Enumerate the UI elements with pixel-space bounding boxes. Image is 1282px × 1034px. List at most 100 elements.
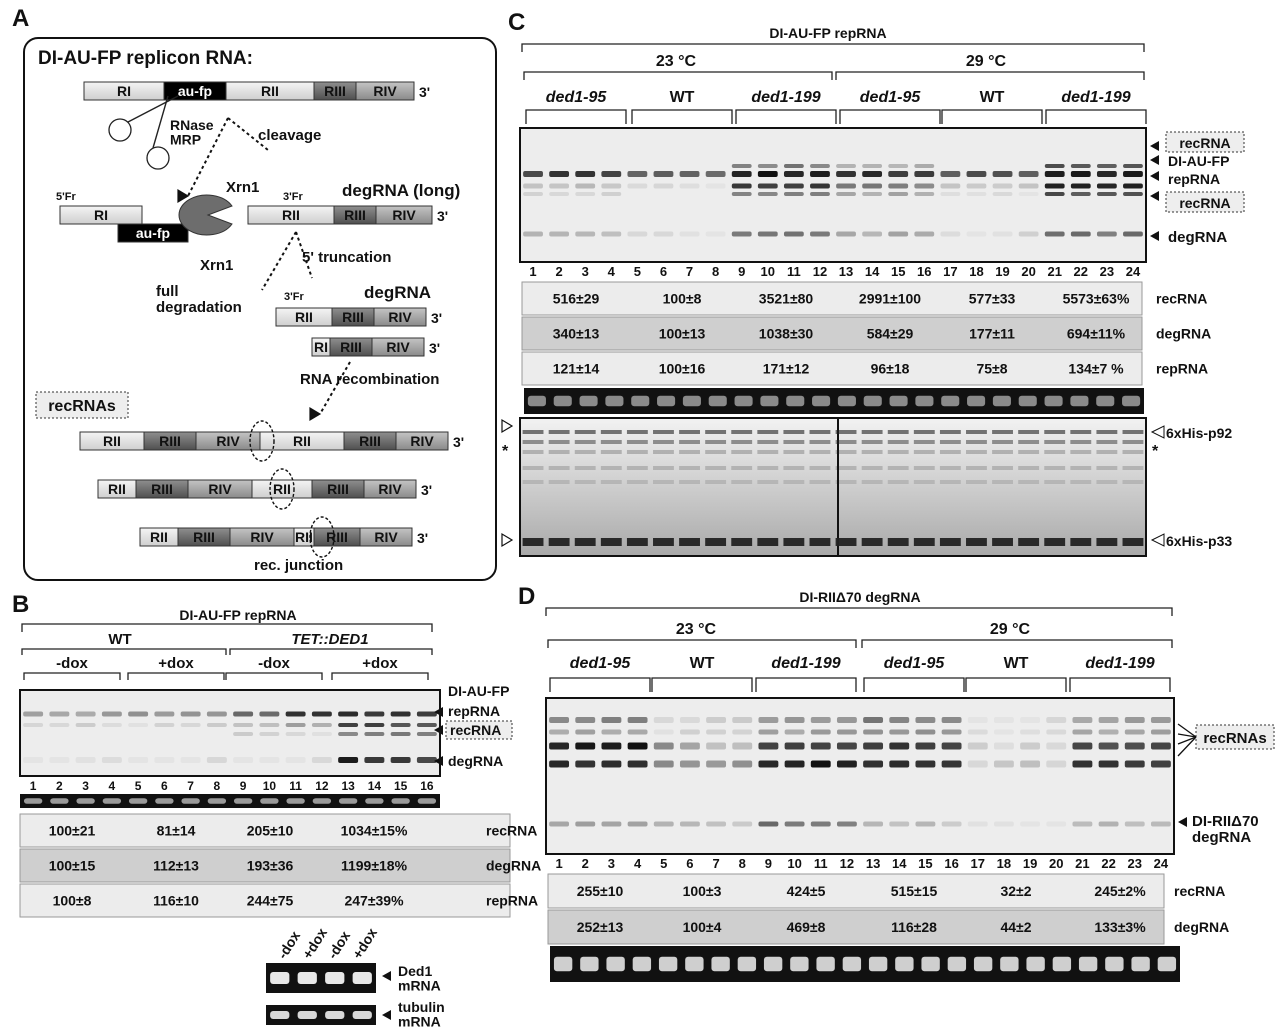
b-arrow — [434, 756, 443, 766]
protein-band — [992, 466, 1013, 470]
gel-band — [575, 171, 596, 177]
gel-band — [1098, 717, 1119, 723]
gel-band — [154, 723, 175, 727]
gel-band — [1072, 717, 1093, 723]
d-loading-stripe-band — [895, 956, 914, 972]
b-table-cell: 116±10 — [153, 893, 199, 909]
gel-band — [941, 717, 962, 723]
gel-band — [49, 723, 70, 727]
c-lane-11: 11 — [787, 264, 801, 279]
d-loading-stripe-band — [816, 956, 835, 972]
c-temp-29: 29 °C — [966, 53, 1007, 70]
d-pointer — [1177, 736, 1197, 745]
c-loading-stripe-band — [1070, 395, 1089, 407]
gel-band — [679, 760, 700, 768]
recrna-3-riv-5 — [359, 527, 413, 547]
panel-a-title: DI-AU-FP replicon RNA: — [38, 48, 253, 69]
protein-band — [653, 430, 674, 434]
c-lane-9: 9 — [738, 264, 745, 279]
protein-band — [626, 450, 648, 454]
protein-band — [757, 430, 779, 434]
recrna-3-riv-2-label: RIV — [250, 529, 274, 545]
c-lane-24: 24 — [1126, 264, 1141, 279]
gel-band — [731, 183, 752, 189]
b-lane-6: 6 — [161, 779, 168, 793]
gel-band — [1070, 192, 1091, 196]
gel-band — [1150, 742, 1171, 750]
protein-band — [653, 480, 674, 484]
gel-band — [993, 729, 1014, 735]
protein-band — [600, 450, 622, 454]
gel-band — [154, 757, 175, 763]
recombination-label: RNA recombination — [300, 371, 439, 388]
gel-band — [705, 183, 726, 189]
gel-band — [364, 711, 385, 717]
gel-band — [810, 231, 830, 237]
protein-band — [574, 440, 596, 444]
scissors-icon — [108, 118, 132, 142]
full-degradation-label-line: degradation — [156, 299, 242, 316]
gel-band — [259, 757, 280, 763]
b-sub-bracket — [127, 672, 225, 680]
d-lane-17: 17 — [971, 856, 985, 871]
d-lane-23: 23 — [1128, 856, 1142, 871]
b-label-recrna: recRNA — [450, 722, 501, 738]
d-arrow — [1178, 817, 1187, 827]
c-loading-stripe-band — [1122, 395, 1141, 407]
gel-band — [1150, 821, 1171, 827]
b-arrow — [434, 725, 443, 735]
gel-band — [757, 171, 778, 177]
replicon-ri-0-label: RI — [117, 83, 131, 99]
gel-band — [1096, 171, 1117, 177]
fr5-aufp-label: au-fp — [136, 225, 170, 241]
d-table-row-label: degRNA — [1174, 919, 1229, 935]
d-loading-stripe-band — [1105, 956, 1124, 972]
protein-band — [887, 466, 909, 470]
d-lane-24: 24 — [1154, 856, 1169, 871]
gel-band — [1123, 192, 1143, 196]
gel-band — [836, 231, 856, 237]
d-table-row — [547, 873, 1165, 909]
d-strain-bracket — [755, 677, 857, 692]
gel-band — [941, 821, 962, 827]
c-arrow — [1150, 191, 1159, 201]
protein-band — [887, 430, 909, 434]
protein-band — [679, 450, 700, 454]
d-loading-stripe-band — [606, 956, 625, 972]
d-strain-bracket — [549, 677, 651, 692]
gel-band — [862, 183, 883, 189]
gel-band — [101, 711, 122, 717]
recrna-3-riii-4-label: RIII — [326, 529, 348, 545]
gel-band — [575, 729, 596, 735]
gel-band — [1018, 192, 1039, 196]
b-inset-tubulin — [266, 1005, 376, 1025]
degrna-2-riii-1-label: RIII — [340, 339, 362, 355]
gel-band — [1044, 231, 1065, 237]
gel-band — [1046, 729, 1067, 735]
gel-band — [653, 729, 674, 735]
d-lane-15: 15 — [918, 856, 932, 871]
gel-band — [966, 231, 987, 237]
c-strain: WT — [670, 89, 695, 106]
b-inset-lane: +dox — [349, 925, 380, 962]
protein-band — [1018, 466, 1040, 470]
gel-band — [784, 717, 805, 723]
b-loading-stripe-band — [233, 798, 253, 804]
d-lane-13: 13 — [866, 856, 880, 871]
b-lane-3: 3 — [82, 779, 89, 793]
gel-band — [1020, 821, 1041, 827]
gel-band — [311, 757, 332, 763]
c-strain: ded1-95 — [860, 89, 922, 106]
gel-band — [601, 729, 622, 735]
d-lane-20: 20 — [1049, 856, 1063, 871]
gel-band — [523, 192, 543, 196]
c-recrna-box-2 — [1165, 191, 1245, 213]
b-lane-16: 16 — [420, 779, 434, 793]
b-table-cell: 1034±15% — [341, 823, 408, 839]
b-loading-stripe-band — [50, 798, 69, 804]
protein-band — [705, 466, 727, 470]
